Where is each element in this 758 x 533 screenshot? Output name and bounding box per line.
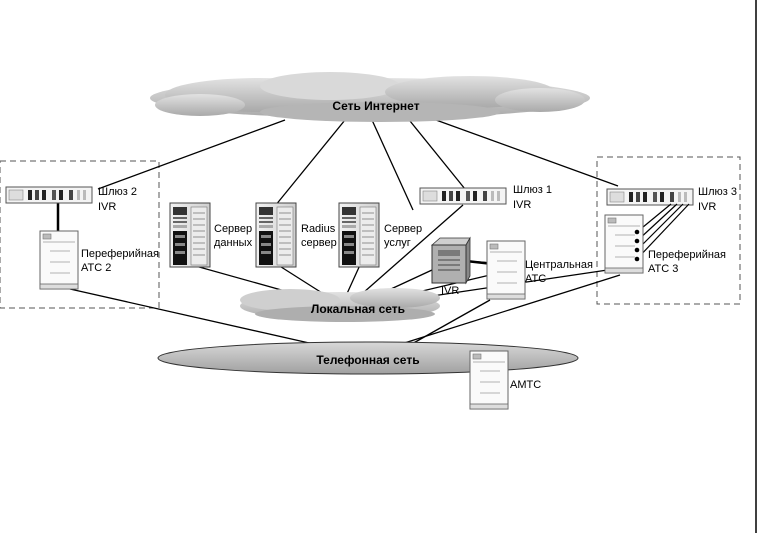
gateway-2-ivr-label: IVR: [98, 201, 116, 213]
pbx-2-label: Переферийная: [81, 248, 159, 260]
central-pbx-label: Центральная: [525, 259, 593, 271]
radius-server-label: Radius: [301, 223, 336, 235]
gateway-2-device: [5, 186, 93, 204]
gateway-3-device: [606, 188, 694, 206]
central-pbx-sublabel: АТС: [525, 273, 546, 285]
pbx-2-sublabel: АТС 2: [81, 262, 111, 274]
service-server-label: Сервер: [384, 223, 422, 235]
dashed-group-left: [0, 160, 160, 309]
data-server-label: Сервер: [214, 223, 252, 235]
amts-label: АМТС: [510, 379, 541, 391]
ivr-device: [430, 236, 471, 285]
telephone-network-label: Телефонная сеть: [316, 353, 419, 367]
gateway-2-label: Шлюз 2: [98, 186, 137, 198]
amts-device: [469, 350, 509, 410]
radius-server: [255, 202, 297, 268]
local-network-cloud: Локальная сеть: [240, 288, 440, 322]
internet-cloud: Сеть Интернет: [150, 72, 590, 122]
central-pbx: [486, 240, 526, 300]
pbx-3-label: Переферийная: [648, 249, 726, 261]
peripheral-pbx-2: [39, 230, 79, 290]
gateway-1-device: [419, 187, 507, 205]
local-network-label: Локальная сеть: [311, 302, 405, 316]
internet-label: Сеть Интернет: [332, 99, 419, 113]
gateway-1-ivr-label: IVR: [513, 199, 531, 211]
gateway-3-ivr-label: IVR: [698, 201, 716, 213]
service-server-sublabel: услуг: [384, 237, 411, 249]
dashed-group-right: [596, 156, 741, 305]
peripheral-pbx-3: [604, 214, 644, 274]
ivr-label: IVR: [441, 285, 459, 297]
radius-server-sublabel: сервер: [301, 237, 337, 249]
gateway-3-label: Шлюз 3: [698, 186, 737, 198]
data-server: [169, 202, 211, 268]
data-server-sublabel: данных: [214, 237, 253, 249]
pbx-3-sublabel: АТС 3: [648, 263, 678, 275]
service-server: [338, 202, 380, 268]
telephone-network: Телефонная сеть: [157, 341, 579, 375]
gateway-1-label: Шлюз 1: [513, 184, 552, 196]
